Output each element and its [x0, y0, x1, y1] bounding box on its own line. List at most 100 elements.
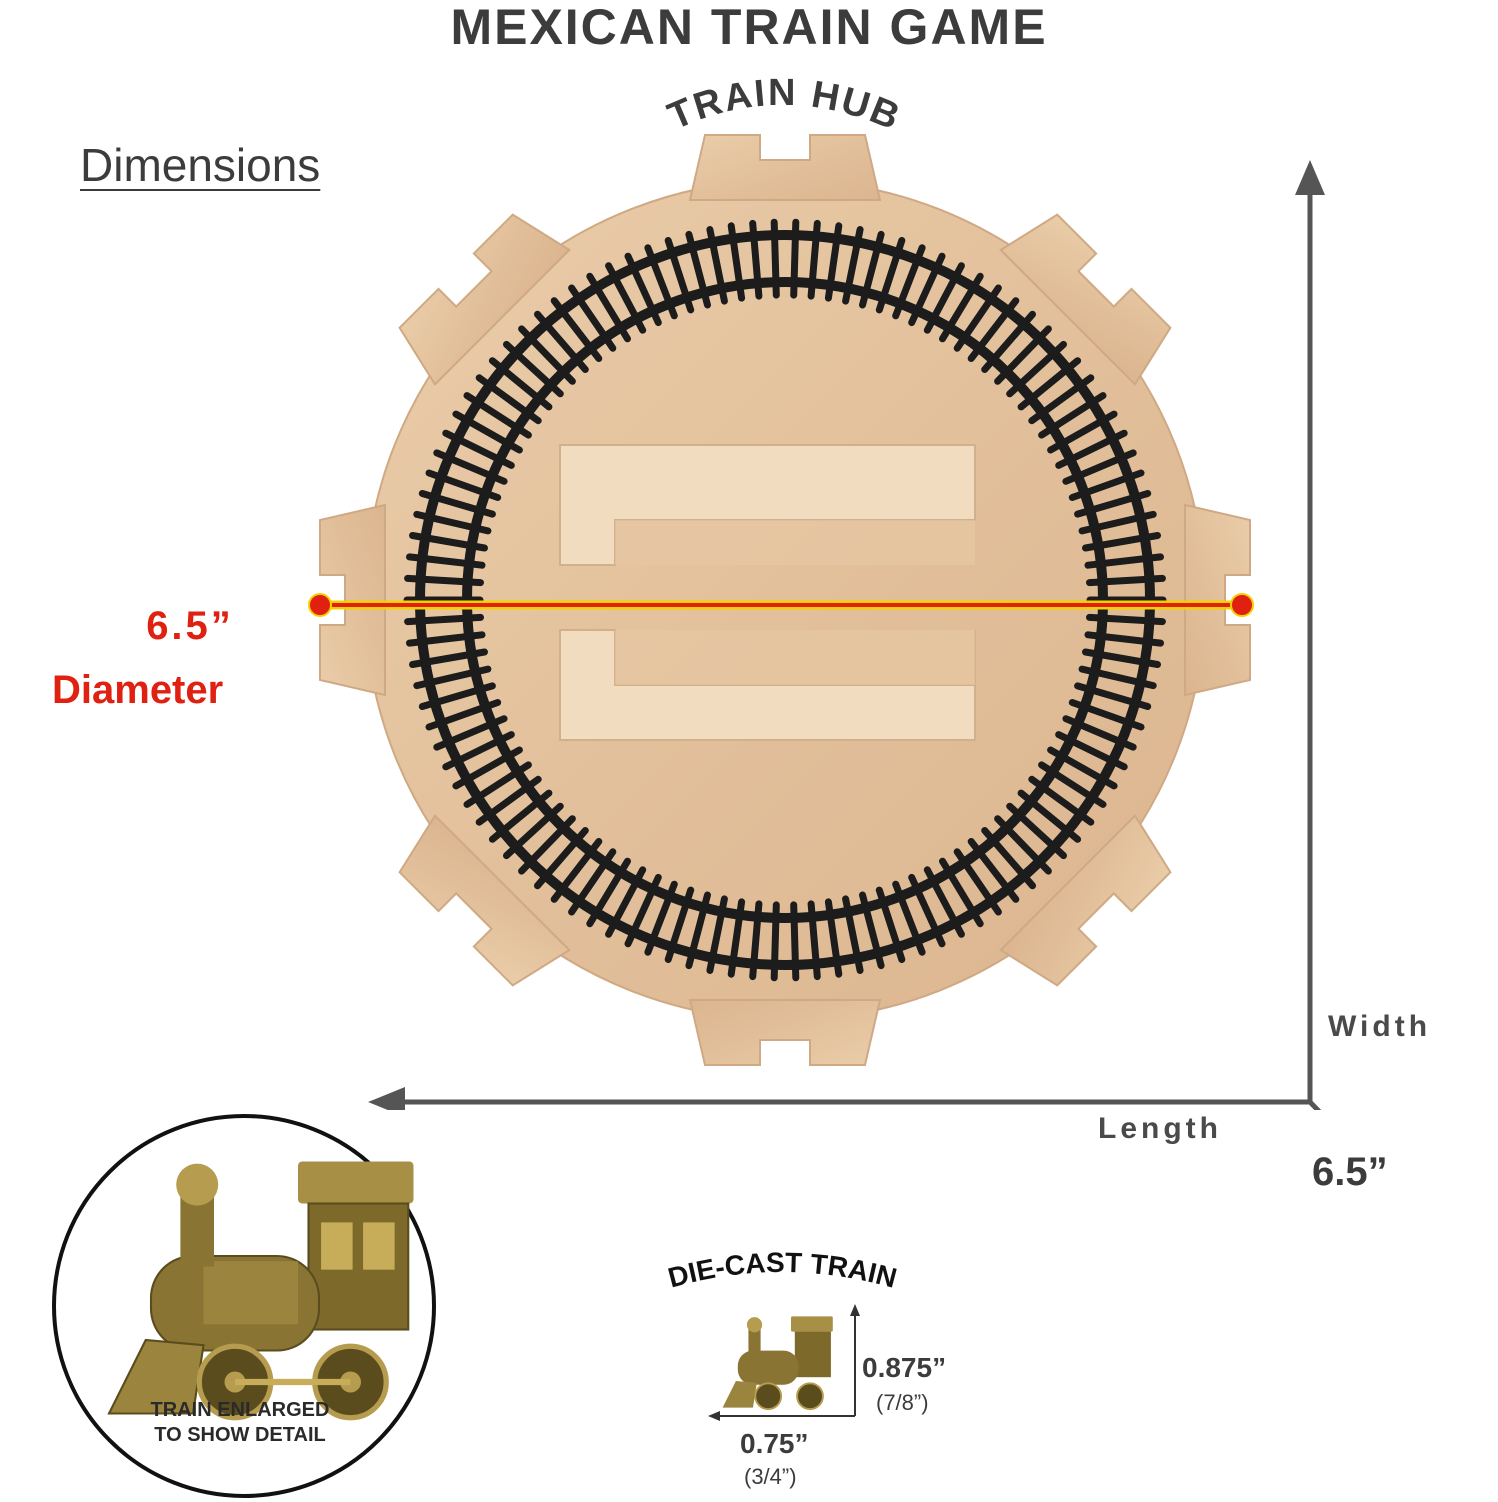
diameter-endpoint-right [1230, 593, 1254, 617]
track-tie [518, 325, 576, 385]
hub-tab [398, 213, 571, 386]
enlarged-caption-line1: TRAIN ENLARGED [150, 1399, 330, 1421]
track-tie [908, 252, 946, 327]
track-tie [967, 838, 1020, 903]
dimensions-heading: Dimensions [80, 139, 321, 191]
track-tie [404, 574, 484, 587]
track-tie [475, 775, 542, 826]
track-tie [824, 898, 843, 978]
track-tie [624, 252, 662, 327]
train-hub-image [319, 134, 1251, 1066]
track-tie [586, 272, 631, 343]
track-tie [685, 891, 711, 970]
track-tie [1047, 746, 1118, 790]
locomotive-icon [107, 1161, 414, 1421]
hub-body [319, 134, 1251, 1066]
track-tie [875, 237, 906, 314]
track-tie [425, 469, 502, 501]
track-tie [409, 648, 488, 668]
track-tie [1084, 631, 1164, 647]
svg-text:DIE-CAST TRAIN: DIE-CAST TRAIN [665, 1247, 900, 1294]
track-tie [727, 222, 746, 302]
diecast-height: 0.875” [862, 1352, 947, 1383]
track-tie [685, 230, 711, 309]
track-tie [534, 827, 589, 890]
track-tie [1078, 665, 1157, 690]
track-tie [1047, 410, 1118, 454]
track-tie [442, 731, 515, 771]
track-tie [644, 880, 678, 956]
track-tie [1086, 574, 1166, 587]
track-tie [452, 746, 523, 790]
track-tie [770, 218, 780, 299]
track-tie [503, 802, 564, 860]
width-label: Width [1328, 1010, 1432, 1043]
track-tie [790, 218, 800, 299]
track-tie [981, 310, 1036, 373]
track-tie [406, 631, 486, 647]
track-tie [1006, 802, 1067, 860]
track-tie [824, 222, 843, 302]
hub-tab [999, 213, 1172, 386]
track-tie [1078, 510, 1157, 535]
track-tie [953, 848, 1002, 916]
track-tie [1062, 715, 1137, 751]
page-title: MEXICAN TRAIN GAME [450, 0, 1048, 55]
track-tie [967, 297, 1020, 362]
track-tie [1006, 340, 1067, 398]
enlarged-caption: TRAIN ENLARGED TO SHOW DETAIL [95, 1398, 385, 1448]
track-tie [413, 510, 492, 535]
hub-tab [1184, 503, 1251, 697]
track-tie [875, 886, 906, 963]
diecast-height-fraction: (7/8”) [876, 1390, 929, 1415]
hub-tab [999, 814, 1172, 987]
track-tie [807, 900, 821, 981]
track-tie [807, 219, 821, 300]
track-tie [518, 815, 576, 875]
track-tie [953, 284, 1002, 352]
track-tie [534, 310, 589, 373]
track-tie [842, 226, 864, 305]
track-tie [605, 866, 647, 938]
track-tie [409, 532, 488, 552]
track-tie [727, 898, 746, 978]
track-tie [923, 262, 965, 334]
axis-arrows [368, 160, 1325, 1110]
track-tie [624, 873, 662, 948]
track-tie [859, 891, 885, 970]
enlarged-train-circle [52, 1114, 436, 1498]
length-arrowhead [368, 1087, 405, 1110]
hub-tab [688, 134, 882, 201]
track-tie [842, 895, 864, 974]
track-tie [1028, 374, 1095, 425]
track-tie [994, 815, 1052, 875]
size-value: 6.5” [1312, 1150, 1388, 1194]
track-tie [452, 410, 523, 454]
track-tie [433, 449, 508, 485]
track-tie [605, 262, 647, 334]
track-tie [981, 827, 1036, 890]
track-tie [1074, 490, 1152, 518]
track-tie [1082, 532, 1161, 552]
track-tie [1084, 553, 1164, 569]
track-tie [1074, 682, 1152, 710]
track-tie [1038, 392, 1107, 439]
track-tie [859, 230, 885, 309]
track-tie [1068, 699, 1145, 731]
diecast-train-diagram [708, 1304, 860, 1421]
width-arrowhead [1295, 160, 1325, 195]
track-tie [1017, 357, 1082, 411]
track-tie [770, 901, 780, 982]
track-tie [1028, 775, 1095, 826]
diameter-label: Diameter [52, 668, 224, 712]
track-tie [664, 237, 695, 314]
track-tie [425, 699, 502, 731]
track-tie [749, 900, 763, 981]
track-tie [1017, 789, 1082, 843]
diameter-line [308, 593, 1254, 617]
track-tie [488, 789, 553, 843]
track-tie [892, 244, 926, 320]
track-tie [706, 226, 728, 305]
diameter-value: 6.5” [146, 604, 234, 648]
track-tie [406, 553, 486, 569]
